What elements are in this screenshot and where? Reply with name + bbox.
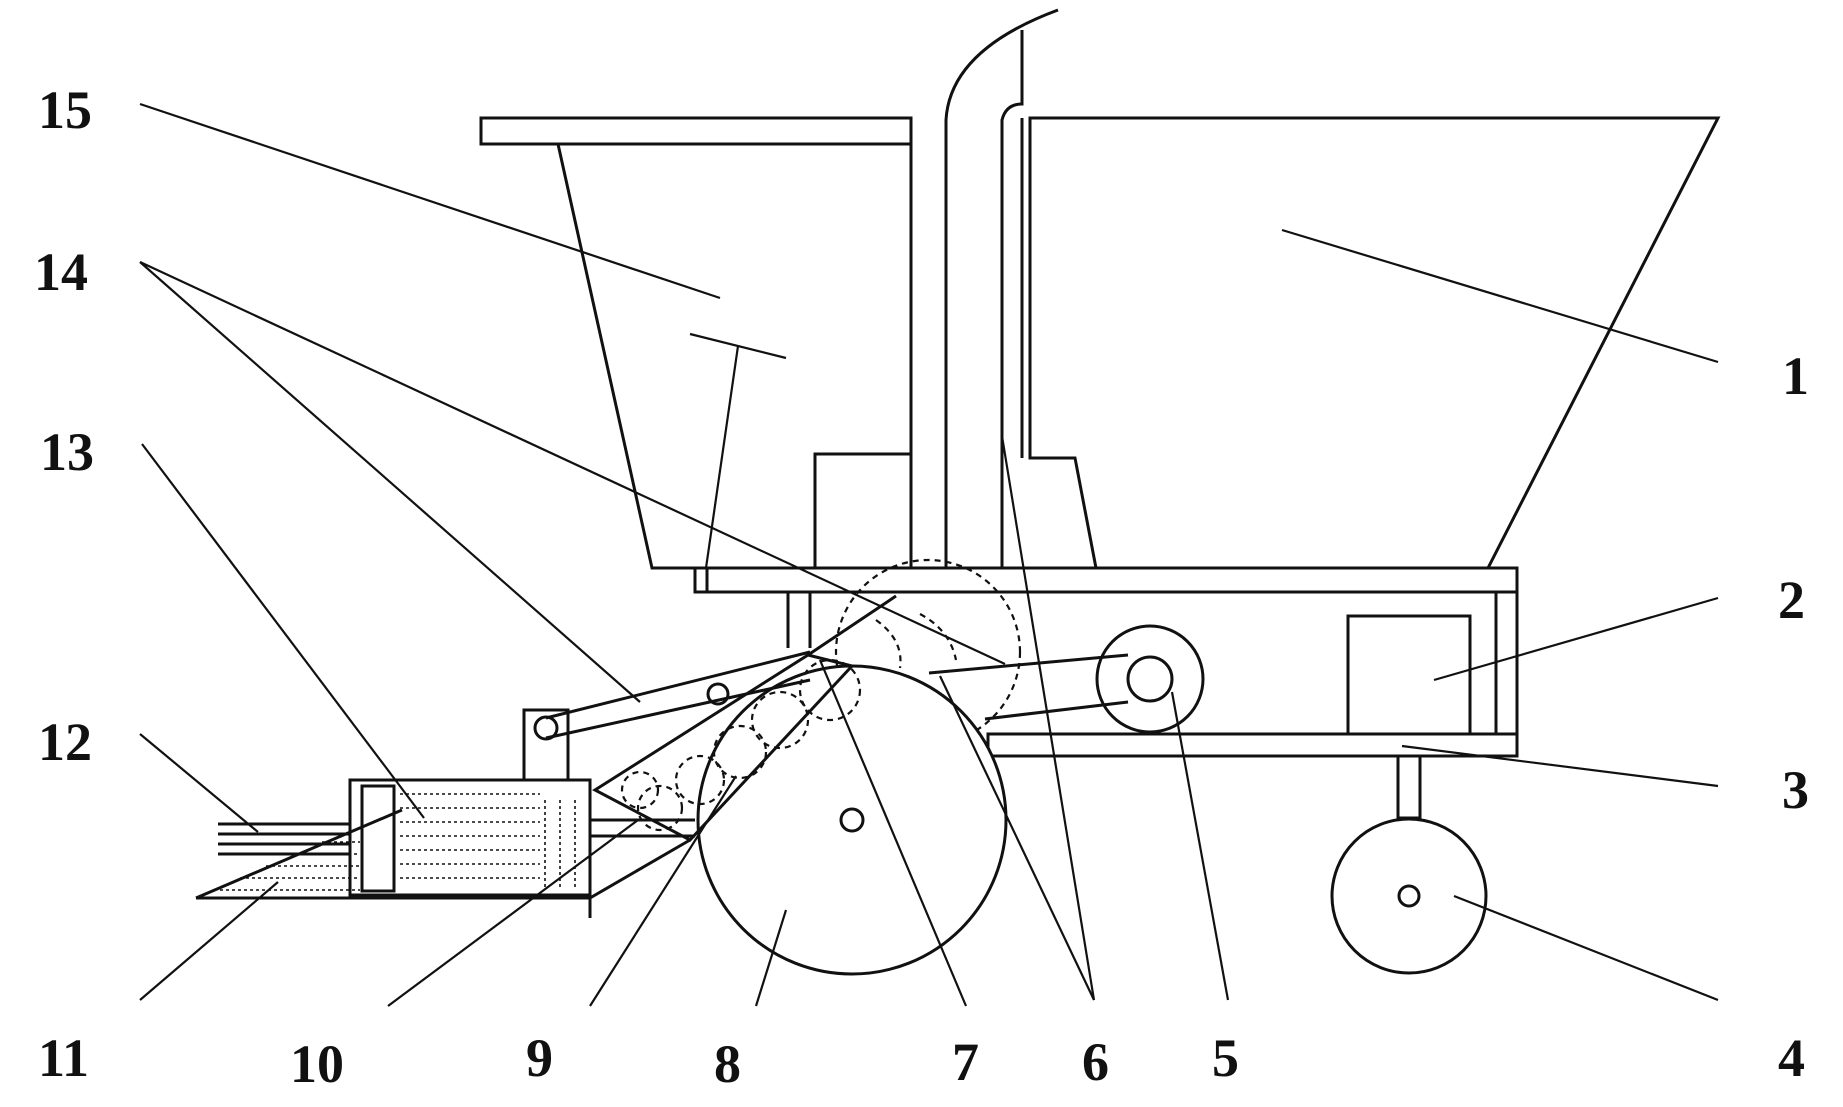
leader-13 (141, 443, 425, 819)
leader-12 (139, 733, 259, 833)
seeding-box (195, 778, 695, 918)
leader-5 (1170, 691, 1230, 1001)
leader-2 (1433, 596, 1719, 682)
label-7: 7 (952, 1032, 979, 1092)
label-13: 13 (40, 422, 94, 482)
leader-7 (818, 659, 968, 1007)
leader-8 (754, 909, 788, 1007)
leader-6a (939, 675, 1095, 1001)
leader-3 (1401, 744, 1719, 788)
label-2: 2 (1778, 570, 1805, 630)
leader-15 (139, 102, 721, 300)
linkage-arm (522, 650, 811, 782)
label-8: 8 (714, 1034, 741, 1094)
label-1: 1 (1782, 346, 1809, 406)
label-6: 6 (1082, 1032, 1109, 1092)
leader-9 (589, 775, 737, 1007)
ground-wheel (1330, 754, 1488, 975)
label-15: 15 (38, 80, 92, 140)
label-3: 3 (1782, 760, 1809, 820)
leader-14a (139, 261, 641, 703)
left-hopper (479, 116, 913, 570)
part-labels: 15 14 13 12 11 10 9 8 7 6 5 4 3 2 1 (34, 80, 1809, 1094)
leader-4 (1453, 894, 1719, 1002)
label-12: 12 (38, 712, 92, 772)
leader-14b (139, 261, 1006, 665)
drive-pulley (928, 624, 1205, 734)
label-10: 10 (290, 1034, 344, 1094)
leader-10 (387, 819, 639, 1007)
label-11: 11 (38, 1028, 89, 1088)
large-roller (696, 664, 1008, 976)
label-4: 4 (1778, 1028, 1805, 1088)
right-hopper (1028, 116, 1721, 570)
label-5: 5 (1212, 1028, 1239, 1088)
leader-1 (1281, 228, 1719, 364)
label-14: 14 (34, 242, 88, 302)
leader-11 (139, 881, 279, 1001)
leader-lines (139, 102, 1719, 1007)
leader-6b (1000, 435, 1096, 1001)
discharge-pipe (944, 8, 1059, 568)
label-9: 9 (526, 1028, 553, 1088)
